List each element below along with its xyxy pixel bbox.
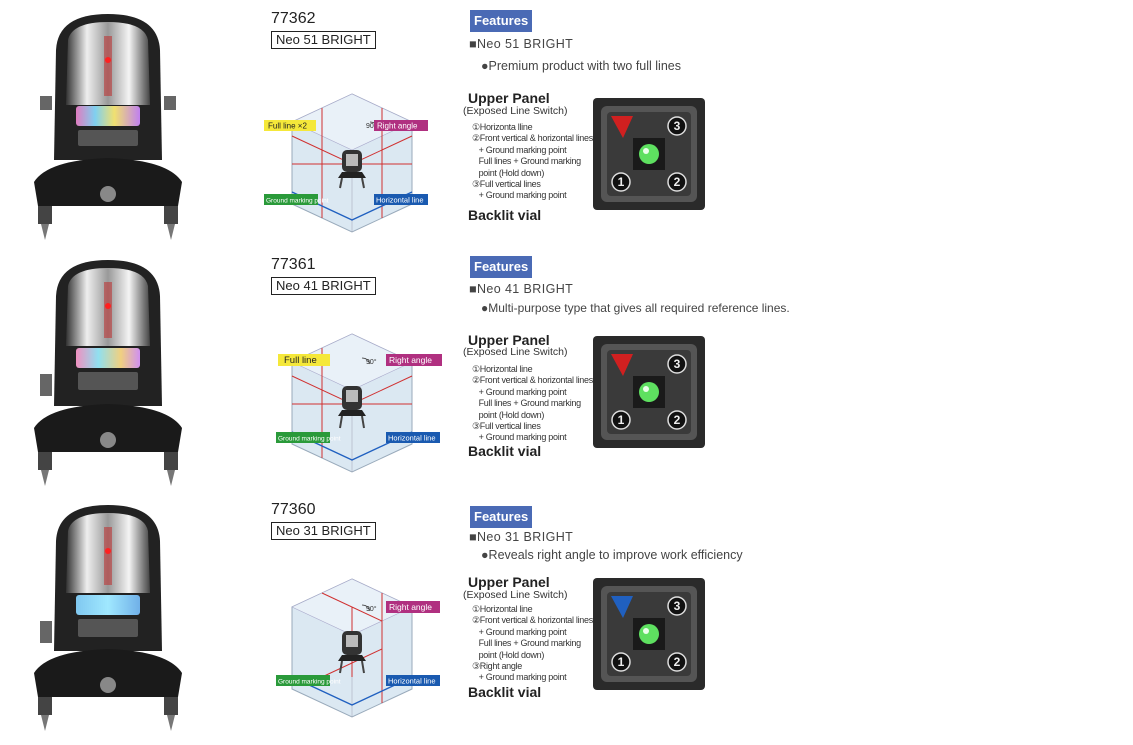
right-angle-tag: Right angle bbox=[389, 355, 432, 365]
ground-marking-tag: Ground marking point bbox=[278, 679, 341, 686]
switch-options-list: ①Horizontal line ②Front vertical & horiz… bbox=[472, 364, 593, 444]
switch-option: + Ground marking point bbox=[472, 190, 567, 201]
ground-marking-tag: Ground marking point bbox=[266, 198, 329, 205]
svg-text:1: 1 bbox=[618, 413, 625, 427]
product-code: 77362 bbox=[271, 10, 316, 27]
switch-option: + Ground marking point bbox=[472, 626, 567, 637]
laser-level-device-image bbox=[34, 260, 182, 486]
switch-option: + Ground marking point bbox=[472, 432, 567, 443]
laser-level-device-image bbox=[34, 505, 182, 731]
right-angle-tag: Right angle bbox=[389, 602, 432, 612]
feature-model-name: ■Neo 31 BRIGHT bbox=[469, 530, 574, 544]
laser-line-diagram: 90° Full line Right angle Ground marking… bbox=[276, 333, 442, 473]
switch-2-button: 2 bbox=[667, 410, 687, 430]
product-model-box: Neo 31 BRIGHT bbox=[271, 522, 376, 540]
switch-option: ①Horizontal line bbox=[472, 364, 533, 374]
switch-option: + Ground marking point bbox=[472, 386, 567, 397]
switch-3-button: 3 bbox=[667, 116, 687, 136]
product-77360: 77360 Neo 31 BRIGHT 90° Right angle Grou… bbox=[0, 495, 1133, 740]
switch-option: point (Hold down) bbox=[472, 409, 545, 420]
horizontal-line-tag: Horizontal line bbox=[388, 677, 436, 686]
upper-panel-subtitle: (Exposed Line Switch) bbox=[463, 589, 568, 601]
switch-option: ②Front vertical & horizontal lines bbox=[472, 375, 593, 386]
product-model-box: Neo 41 BRIGHT bbox=[271, 277, 376, 295]
backlit-vial-label: Backlit vial bbox=[468, 443, 542, 459]
backlit-vial-label: Backlit vial bbox=[468, 684, 542, 700]
laser-unit-icon bbox=[338, 150, 366, 189]
upper-panel-title: Upper Panel bbox=[468, 90, 550, 106]
upper-panel-subtitle: (Exposed Line Switch) bbox=[463, 346, 568, 358]
switch-option: ①Horizontal line bbox=[472, 604, 533, 614]
feature-description: ●Multi-purpose type that gives all requi… bbox=[481, 301, 790, 315]
switch-1-button: 1 bbox=[611, 652, 631, 672]
ground-marking-tag: Ground marking point bbox=[278, 436, 341, 443]
svg-text:2: 2 bbox=[674, 655, 681, 669]
angle-mark: 90° bbox=[366, 122, 377, 130]
angle-mark: 90° bbox=[366, 605, 377, 613]
switch-option: ③Right angle bbox=[472, 661, 523, 672]
svg-text:2: 2 bbox=[674, 175, 681, 189]
angle-mark: 90° bbox=[366, 358, 377, 366]
switch-options-list: ①Horizontal line ②Front vertical & horiz… bbox=[472, 604, 593, 684]
product-model-box: Neo 51 BRIGHT bbox=[271, 31, 376, 49]
features-badge: Features bbox=[470, 506, 533, 528]
backlit-vial-label: Backlit vial bbox=[468, 207, 542, 223]
switch-option: ①Horizonta lline bbox=[472, 122, 533, 132]
switch-2-button: 2 bbox=[667, 172, 687, 192]
upper-panel-title: Upper Panel bbox=[468, 574, 550, 590]
feature-description: ●Reveals right angle to improve work eff… bbox=[481, 548, 743, 562]
features-badge: Features bbox=[470, 256, 533, 278]
laser-unit-icon bbox=[338, 386, 366, 429]
switch-option: ②Front vertical & horizontal lines bbox=[472, 133, 593, 144]
switch-1-button: 1 bbox=[611, 172, 631, 192]
upper-panel-title: Upper Panel bbox=[468, 332, 550, 348]
switch-option: ②Front vertical & horizontal lines bbox=[472, 615, 593, 626]
svg-text:3: 3 bbox=[674, 357, 681, 371]
svg-text:3: 3 bbox=[674, 599, 681, 613]
upper-panel-photo: 3 1 2 bbox=[593, 98, 705, 210]
full-line-tag: Full line ×2 bbox=[268, 122, 307, 131]
switch-option: + Ground marking point bbox=[472, 672, 567, 683]
switch-option: Full lines + Ground marking bbox=[472, 156, 582, 167]
switch-option: ③Full vertical lines bbox=[472, 179, 541, 190]
product-77361: 77361 Neo 41 BRIGHT 90° Full line Right … bbox=[0, 250, 1133, 495]
product-code: 77361 bbox=[271, 256, 316, 273]
upper-panel-photo: 3 1 2 bbox=[593, 336, 705, 448]
product-code: 77360 bbox=[271, 501, 316, 518]
switch-option: Full lines + Ground marking bbox=[472, 398, 582, 409]
switch-option: + Ground marking point bbox=[472, 144, 567, 155]
feature-model-name: ■Neo 41 BRIGHT bbox=[469, 282, 574, 296]
laser-line-diagram: 90° Full line ×2 Right angle Ground mark… bbox=[264, 93, 428, 233]
upper-panel-photo: 3 1 2 bbox=[593, 578, 705, 690]
svg-text:3: 3 bbox=[674, 119, 681, 133]
switch-option: ③Full vertical lines bbox=[472, 421, 541, 432]
svg-text:2: 2 bbox=[674, 413, 681, 427]
switch-2-button: 2 bbox=[667, 652, 687, 672]
laser-level-device-image bbox=[34, 14, 182, 240]
right-angle-tag: Right angle bbox=[377, 122, 418, 131]
feature-model-name: ■Neo 51 BRIGHT bbox=[469, 37, 574, 51]
switch-option: point (Hold down) bbox=[472, 167, 545, 178]
svg-text:1: 1 bbox=[618, 655, 625, 669]
switch-options-list: ①Horizonta lline ②Front vertical & horiz… bbox=[472, 122, 593, 202]
switch-1-button: 1 bbox=[611, 410, 631, 430]
svg-text:1: 1 bbox=[618, 175, 625, 189]
switch-option: Full lines + Ground marking bbox=[472, 638, 582, 649]
upper-panel-subtitle: (Exposed Line Switch) bbox=[463, 105, 568, 117]
horizontal-line-tag: Horizontal line bbox=[376, 196, 424, 205]
full-line-tag: Full line bbox=[284, 355, 317, 366]
laser-unit-icon bbox=[338, 631, 366, 674]
laser-line-diagram: 90° Right angle Ground marking point Hor… bbox=[276, 578, 440, 718]
switch-3-button: 3 bbox=[667, 596, 687, 616]
horizontal-line-tag: Horizontal line bbox=[388, 434, 436, 443]
features-badge: Features bbox=[470, 10, 533, 32]
feature-description: ●Premium product with two full lines bbox=[481, 59, 681, 73]
product-77362: 77362 Neo 51 BRIGHT 90° Full line ×2 Rig… bbox=[0, 4, 1133, 249]
switch-option: point (Hold down) bbox=[472, 649, 545, 660]
switch-3-button: 3 bbox=[667, 354, 687, 374]
